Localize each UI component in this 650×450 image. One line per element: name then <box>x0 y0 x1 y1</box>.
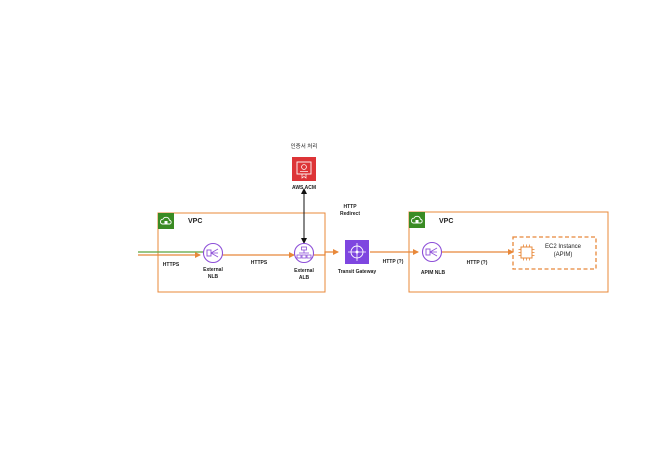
ext-alb-label: External ALB <box>287 268 321 281</box>
edge-https-nlb-alb-label: HTTPS <box>250 260 268 266</box>
ext-nlb-label-line1: External <box>203 267 223 273</box>
cloud-lock-icon <box>158 213 174 229</box>
edge-https-in-label: HTTPS <box>162 262 180 268</box>
edge-http-nlb-ec2-label: HTTP (?) <box>466 260 488 266</box>
ext-alb-label-line2: ALB <box>298 274 310 281</box>
ec2-instance-box <box>512 236 597 270</box>
ext-alb-label-line1: External <box>294 268 314 274</box>
ext-nlb-label: External NLB <box>196 267 230 280</box>
cert-processing-label: 인증서 처리 <box>290 144 318 150</box>
nlb-icon <box>421 241 443 263</box>
nlb-icon <box>202 242 224 264</box>
edge-http-redirect-label: HTTP Redirect <box>333 204 367 217</box>
tgw-label: Transit Gateway <box>337 269 377 275</box>
cloud-lock-icon <box>409 212 425 228</box>
transit-gateway-icon <box>345 240 369 264</box>
vpc-label-left: VPC <box>188 218 203 225</box>
acm-label: AWS ACM <box>292 185 316 191</box>
ec2-chip-icon <box>518 244 535 261</box>
flow-alb-tgw <box>313 249 339 256</box>
acm-certificate-icon <box>292 157 316 181</box>
ec2-label-line2: (APIM) <box>553 251 573 258</box>
ec2-label-line1: EC2 Instance <box>544 244 582 250</box>
edge-http-tgw-nlb-label: HTTP (?) <box>382 259 404 265</box>
ec2-label: EC2 Instance (APIM) <box>534 244 592 259</box>
apim-nlb-label: APIM NLB <box>420 270 446 276</box>
edge-http-redirect-line2: Redirect <box>339 210 360 217</box>
edge-http-redirect-line1: HTTP <box>343 204 357 210</box>
alb-icon <box>293 242 315 264</box>
ext-nlb-label-line2: NLB <box>207 273 219 280</box>
vpc-label-right: VPC <box>439 218 454 225</box>
